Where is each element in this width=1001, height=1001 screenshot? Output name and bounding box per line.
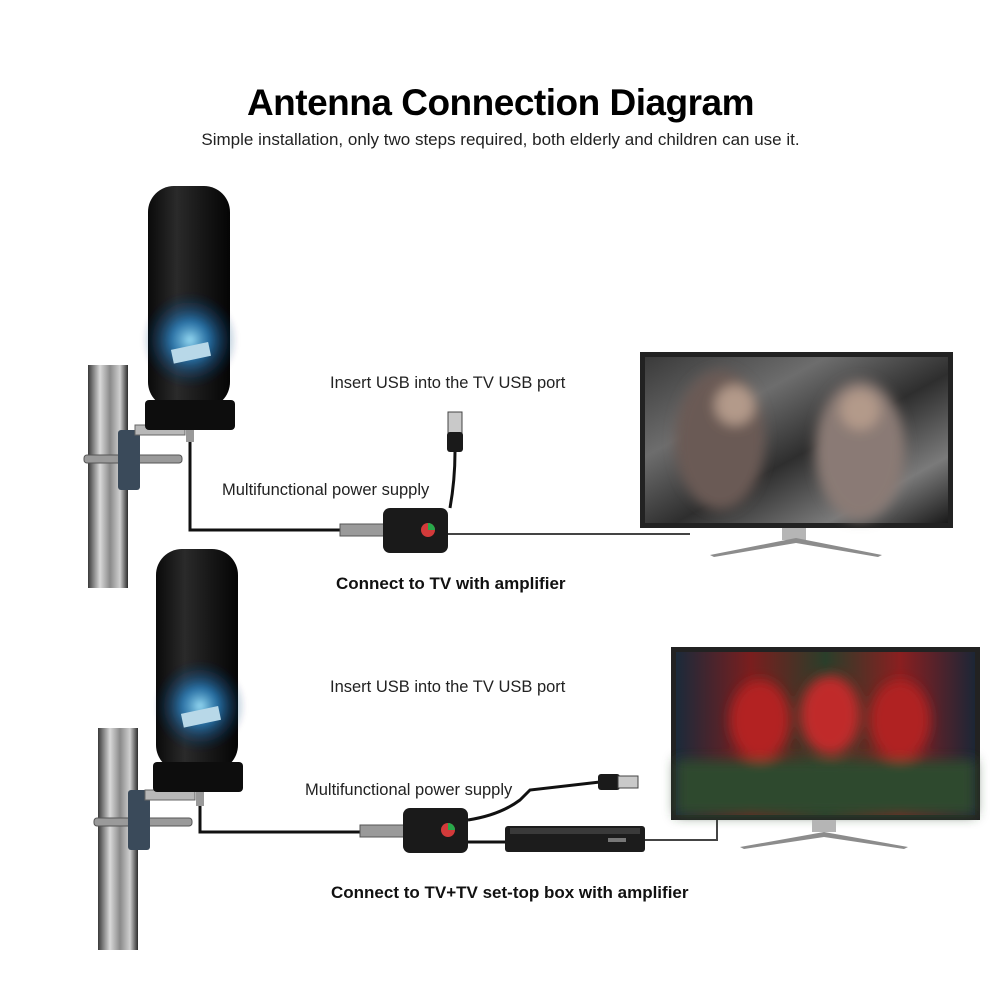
diagram-title: Antenna Connection Diagram bbox=[246, 82, 755, 123]
television-icon bbox=[640, 352, 953, 557]
usb-instruction-label: Insert USB into the TV USB port bbox=[330, 374, 566, 392]
top-setup bbox=[83, 186, 953, 588]
power-supply-icon bbox=[403, 808, 468, 853]
mounting-clamp-icon bbox=[93, 789, 196, 850]
power-supply-icon bbox=[383, 508, 448, 553]
connection-caption: Connect to TV+TV set-top box with amplif… bbox=[331, 883, 689, 902]
antenna-icon bbox=[153, 549, 246, 806]
diagram-subtitle: Simple installation, only two steps requ… bbox=[201, 130, 800, 149]
usb-plug-icon bbox=[447, 411, 463, 452]
bottom-setup bbox=[93, 549, 980, 950]
connection-caption: Connect to TV with amplifier bbox=[336, 574, 566, 593]
power-supply-label: Multifunctional power supply bbox=[222, 481, 430, 499]
antenna-icon bbox=[142, 186, 238, 442]
usb-instruction-label: Insert USB into the TV USB port bbox=[330, 678, 566, 696]
television-icon bbox=[671, 647, 980, 849]
power-supply-label: Multifunctional power supply bbox=[305, 781, 513, 799]
set-top-box-icon bbox=[505, 826, 645, 852]
usb-plug-icon bbox=[598, 774, 639, 790]
